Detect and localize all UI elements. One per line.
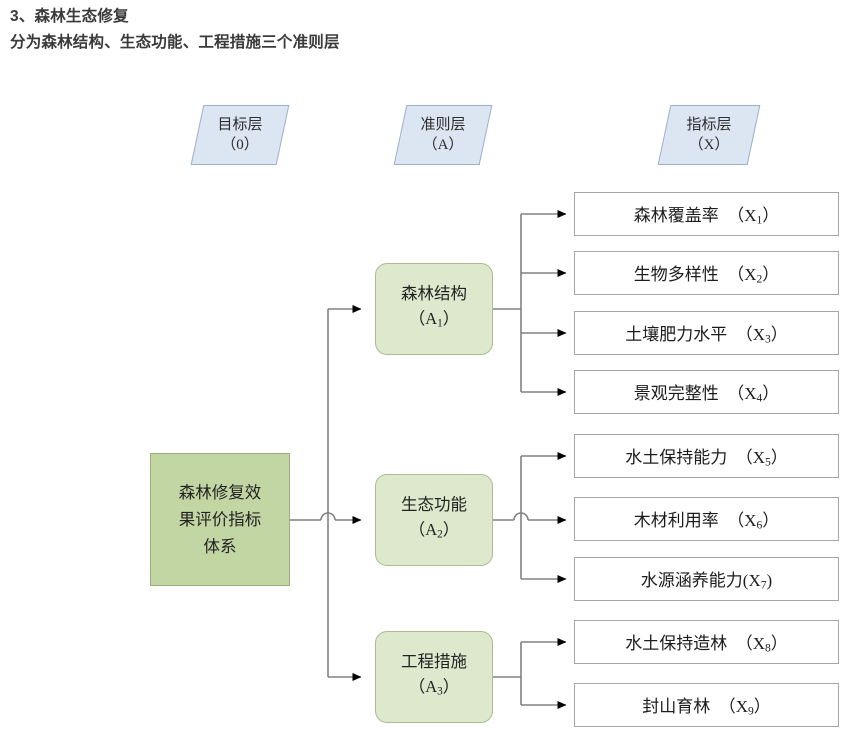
indicator-node-X3[interactable]: 土壤肥力水平 （X3） (574, 311, 839, 355)
indicator-layer-header-code: （X） (688, 137, 730, 153)
criteria-node-A3[interactable]: 工程措施 （A3） (375, 631, 493, 723)
goal-layer-header: 目标层 （0） (190, 105, 290, 165)
indicator-node-X2[interactable]: 生物多样性 （X2） (574, 251, 839, 295)
goal-node[interactable]: 森林修复效 果评价指标 体系 (150, 453, 290, 586)
heading-line-1: 3、森林生态修复 (10, 8, 129, 25)
criteria-node-A3-code: （A3） (408, 677, 460, 698)
wire-hop-goal-trunk (320, 512, 336, 521)
criteria-node-A2-title: 生态功能 (401, 495, 467, 515)
indicator-node-X4[interactable]: 景观完整性 （X4） (574, 370, 839, 414)
indicator-node-X6[interactable]: 木材利用率 （X6） (574, 497, 839, 541)
criteria-layer-header-title: 准则层 (420, 117, 466, 133)
indicator-layer-header-title: 指标层 (686, 117, 732, 133)
page-heading: 3、森林生态修复 分为森林结构、生态功能、工程措施三个准则层 (10, 4, 710, 56)
criteria-layer-header-code: （A） (422, 137, 464, 153)
indicator-node-X8-label: 水土保持造林 （X8） (625, 634, 788, 655)
indicator-node-X7-label: 水源涵养能力(X7) (640, 571, 773, 592)
goal-layer-header-code: （0） (221, 137, 259, 153)
indicator-layer-header: 指标层 （X） (657, 105, 761, 165)
goal-layer-header-title: 目标层 (217, 117, 263, 133)
indicator-node-X9-label: 封山育林 （X9） (642, 697, 771, 718)
goal-node-label: 森林修复效 果评价指标 体系 (178, 483, 262, 556)
indicator-node-X4-label: 景观完整性 （X4） (633, 384, 780, 405)
wire-hop-A2 (513, 512, 529, 521)
criteria-node-A1-code: （A1） (408, 309, 460, 330)
indicator-node-X7[interactable]: 水源涵养能力(X7) (574, 557, 839, 601)
criteria-node-A1-title: 森林结构 (401, 284, 467, 304)
criteria-layer-header: 准则层 （A） (393, 105, 493, 165)
indicator-node-X5[interactable]: 水土保持能力 （X5） (574, 434, 839, 478)
criteria-node-A2-code: （A2） (408, 520, 460, 541)
indicator-node-X3-label: 土壤肥力水平 （X3） (625, 325, 788, 346)
indicator-node-X2-label: 生物多样性 （X2） (633, 265, 780, 286)
indicator-node-X1[interactable]: 森林覆盖率 （X1） (574, 192, 839, 236)
indicator-node-X9[interactable]: 封山育林 （X9） (574, 683, 839, 727)
criteria-node-A1[interactable]: 森林结构 （A1） (375, 263, 493, 355)
indicator-node-X5-label: 水土保持能力 （X5） (625, 448, 788, 469)
indicator-node-X1-label: 森林覆盖率 （X1） (633, 206, 780, 227)
indicator-node-X6-label: 木材利用率 （X6） (633, 511, 780, 532)
heading-line-2: 分为森林结构、生态功能、工程措施三个准则层 (10, 34, 340, 51)
criteria-node-A2[interactable]: 生态功能 （A2） (375, 474, 493, 566)
criteria-node-A3-title: 工程措施 (401, 652, 467, 672)
indicator-node-X8[interactable]: 水土保持造林 （X8） (574, 620, 839, 664)
